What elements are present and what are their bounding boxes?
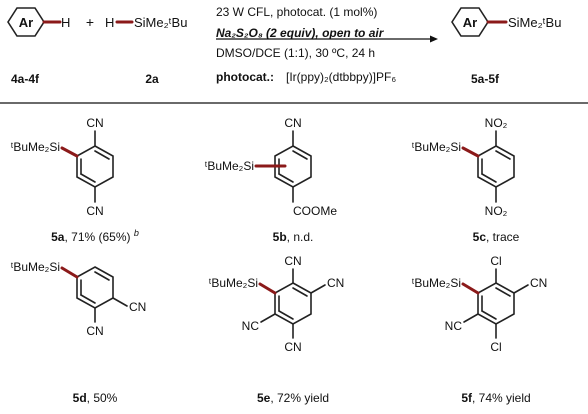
- label-product: 5a-5f: [471, 72, 500, 86]
- compound-caption: 5d, 50%: [73, 391, 118, 405]
- aryl-ring-label: Ar: [19, 15, 33, 30]
- c-si-bond: [461, 282, 480, 295]
- general-reaction: Ar H + H SiMe₂ᵗBu 23 W CFL, photocat. (1…: [7, 5, 561, 86]
- substituent-top: CN: [284, 116, 301, 130]
- silane-h-label: H: [105, 15, 114, 30]
- compound-caption: 5f, 74% yield: [461, 391, 530, 405]
- substituent-bottom: Cl: [490, 340, 501, 354]
- benzene-ring-icon: [76, 266, 114, 309]
- silyl-group: ᵗBuMe₂Si: [209, 276, 258, 290]
- c-si-bond: [60, 146, 79, 158]
- substituent-top: CN: [86, 116, 103, 130]
- conditions-line-1: 23 W CFL, photocat. (1 mol%): [216, 5, 377, 19]
- compound-5e: CN CN NC CN ᵗBuMe₂Si 5e, 72% yield: [209, 254, 345, 405]
- substituent-bottom: COOMe: [293, 204, 337, 218]
- substituent-right: CN: [530, 276, 547, 290]
- reaction-conditions: 23 W CFL, photocat. (1 mol%) Na₂S₂O₈ (2 …: [216, 5, 438, 60]
- reactant-aryl: Ar H: [7, 7, 70, 37]
- label-reactant-2: 2a: [145, 72, 159, 86]
- photocat-value: [Ir(ppy)₂(dtbbpy)]PF₆: [286, 70, 396, 84]
- compound-caption: 5b, n.d.: [273, 230, 314, 244]
- compound-caption: 5e, 72% yield: [257, 391, 329, 405]
- c-si-bond: [60, 266, 79, 279]
- substituent-bottom: CN: [86, 324, 103, 338]
- substituent-right: CN: [327, 276, 344, 290]
- benzene-ring-icon: [76, 145, 114, 188]
- compound-caption: 5a, 71% (65%) b: [51, 228, 139, 244]
- silyl-group: ᵗBuMe₂Si: [11, 260, 60, 274]
- substituent-top: Cl: [490, 254, 501, 268]
- c-si-bond: [461, 146, 480, 158]
- c-si-bond: [258, 282, 277, 295]
- conditions-line-3: DMSO/DCE (1:1), 30 ºC, 24 h: [216, 46, 375, 60]
- benzene-ring-icon: [477, 145, 515, 188]
- substituent-left: NC: [445, 319, 463, 333]
- compound-5f: Cl CN NC Cl ᵗBuMe₂Si 5f, 74% yield: [412, 254, 548, 405]
- substituent-top: CN: [284, 254, 301, 268]
- substituent-bottom: NO₂: [485, 204, 508, 218]
- substituent-bottom: CN: [284, 340, 301, 354]
- photocat-prefix: photocat.:: [216, 70, 274, 84]
- aryl-h-label: H: [61, 15, 70, 30]
- plus-sign: +: [86, 14, 94, 30]
- benzene-ring-icon: [274, 282, 312, 325]
- substituent-bottom: CN: [86, 204, 103, 218]
- silyl-group: ᵗBuMe₂Si: [205, 159, 254, 173]
- product-ring-label: Ar: [463, 15, 477, 30]
- compound-5c: NO₂ NO₂ ᵗBuMe₂Si 5c, trace: [412, 116, 520, 244]
- silyl-group: ᵗBuMe₂Si: [412, 276, 461, 290]
- substituent-right: CN: [129, 300, 146, 314]
- product-si-label: SiMe₂ᵗBu: [508, 15, 561, 30]
- conditions-line-2: Na₂S₂O₈ (2 equiv), open to air: [216, 26, 385, 40]
- product-general: Ar SiMe₂ᵗBu: [451, 7, 561, 37]
- compound-5a: CN CN ᵗBuMe₂Si 5a, 71% (65%) b: [11, 116, 139, 244]
- reactant-silane: H SiMe₂ᵗBu: [105, 15, 187, 30]
- benzene-ring-icon: [477, 282, 515, 325]
- reaction-arrowhead-icon: [430, 35, 438, 43]
- silyl-group: ᵗBuMe₂Si: [11, 140, 60, 154]
- label-reactant-1: 4a-4f: [11, 72, 40, 86]
- compound-5b: CN COOMe ᵗBuMe₂Si 5b, n.d.: [205, 116, 338, 244]
- silane-si-label: SiMe₂ᵗBu: [134, 15, 187, 30]
- compound-caption: 5c, trace: [473, 230, 520, 244]
- silyl-group: ᵗBuMe₂Si: [412, 140, 461, 154]
- compound-5d: CN CN ᵗBuMe₂Si 5d, 50%: [11, 260, 147, 405]
- substituent-left: NC: [242, 319, 260, 333]
- substituent-top: NO₂: [485, 116, 508, 130]
